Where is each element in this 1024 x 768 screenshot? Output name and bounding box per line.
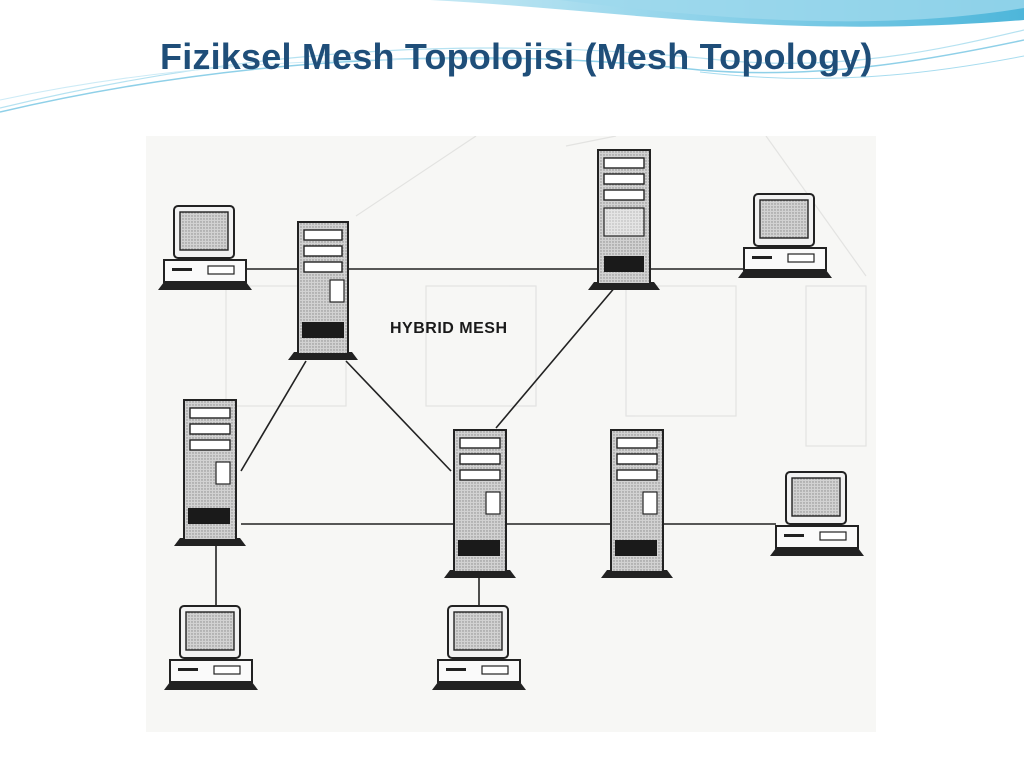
- server-tower-icon: [174, 399, 246, 546]
- background-ghost-devices: [225, 136, 867, 447]
- workstation-computer-icon: [164, 605, 258, 690]
- server-tower-icon: [588, 149, 660, 290]
- network-diagram: [158, 136, 867, 690]
- workstation-computer-icon: [738, 193, 832, 278]
- workstation-computer-icon: [432, 605, 526, 690]
- slide-title: Fiziksel Mesh Topolojisi (Mesh Topology): [160, 36, 873, 77]
- workstation-computer-icon: [158, 205, 252, 290]
- server-tower-icon: [288, 221, 358, 360]
- link-server-top-left-server-mid-center: [345, 360, 452, 472]
- hybrid-mesh-label: HYBRID MESH: [390, 320, 508, 337]
- server-tower-icon: [444, 429, 516, 578]
- network-links: [215, 268, 776, 606]
- workstation-computer-icon: [770, 471, 864, 556]
- server-tower-icon: [601, 429, 673, 578]
- hybrid-mesh-figure: [146, 136, 876, 732]
- header-wave-decoration: [0, 0, 1024, 113]
- link-server-top-left-server-mid-left: [240, 360, 307, 472]
- link-server-top-right-server-mid-center: [495, 285, 617, 429]
